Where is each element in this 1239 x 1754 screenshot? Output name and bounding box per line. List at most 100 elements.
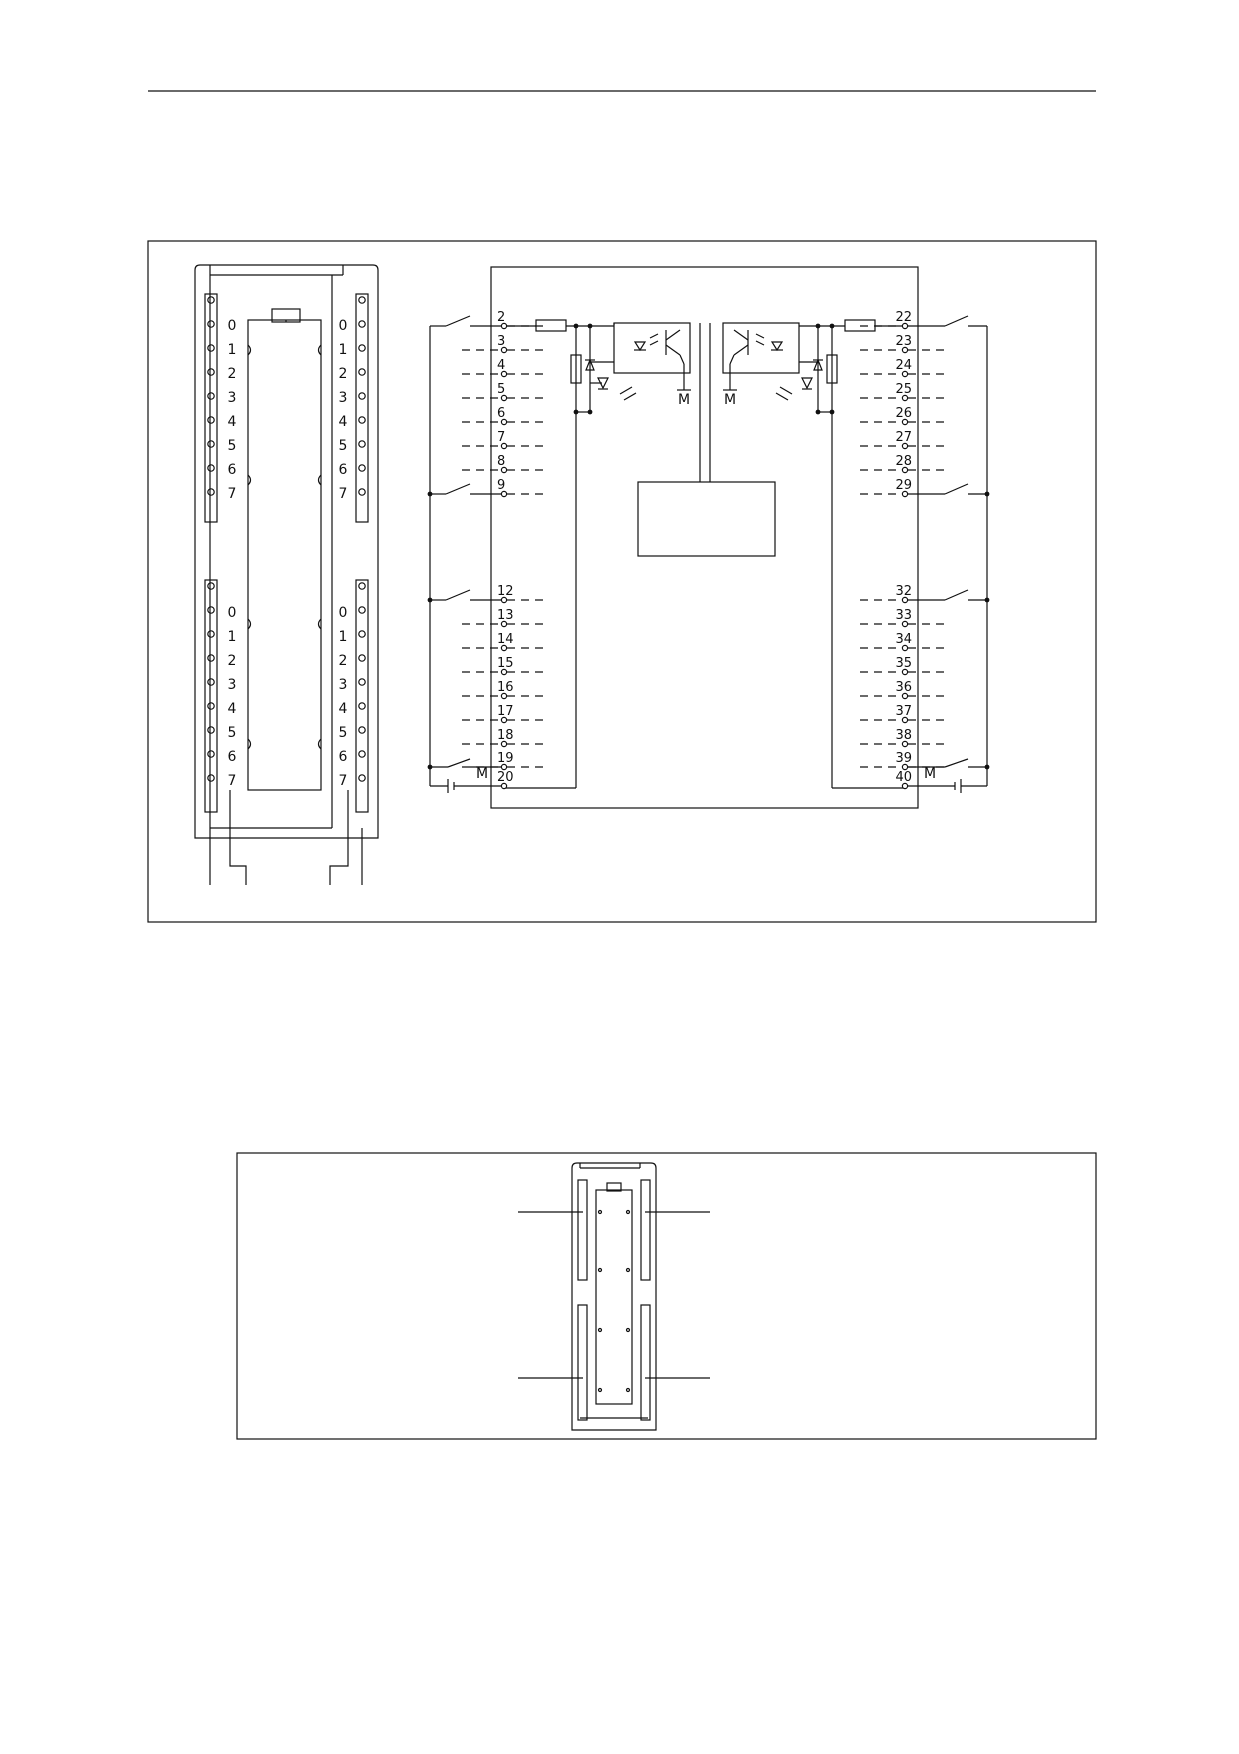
channel-label: 2 [339, 366, 348, 382]
terminal-point [901, 596, 909, 604]
terminal-point [500, 370, 508, 378]
terminal-point [901, 644, 909, 652]
switch-contact [445, 315, 471, 327]
terminal-point [500, 716, 508, 724]
terminal-point [901, 692, 909, 700]
channel-label: 7 [339, 486, 348, 502]
terminal-screw [358, 726, 366, 734]
channel-label: 2 [228, 366, 237, 382]
terminal-number: 25 [895, 382, 912, 397]
terminal-point [901, 782, 909, 790]
terminal-screw [207, 416, 215, 424]
terminal-number: 23 [895, 334, 912, 349]
channel-label: 1 [339, 342, 348, 358]
switch-contact [944, 758, 969, 768]
terminal-screw [358, 654, 366, 662]
terminal-point [500, 620, 508, 628]
terminal-point [901, 620, 909, 628]
slot-notch [597, 1327, 603, 1333]
channel-label: 3 [228, 677, 237, 693]
channel-label: 5 [339, 438, 348, 454]
terminal-point [901, 442, 909, 450]
terminal-point [500, 692, 508, 700]
channel-label: 3 [339, 390, 348, 406]
channel-label: 4 [228, 701, 237, 717]
terminal-screw [358, 296, 366, 304]
power-rails [427, 326, 990, 786]
slot-notch [625, 1209, 631, 1215]
terminal-point [500, 466, 508, 474]
ground-label: M [924, 766, 936, 782]
ground-label: M [476, 766, 488, 782]
terminal-point [901, 370, 909, 378]
terminal-number: 27 [895, 430, 912, 445]
channel-label: 6 [228, 749, 237, 765]
terminal-screw [207, 702, 215, 710]
terminal-number: 24 [895, 358, 912, 373]
terminal-number: 13 [497, 608, 514, 623]
terminal-screw [207, 750, 215, 758]
slot-notch [625, 1267, 631, 1273]
terminal-screw [207, 726, 215, 734]
terminal-number: 4 [497, 358, 505, 373]
terminal-number: 26 [895, 406, 912, 421]
channel-label: 2 [339, 653, 348, 669]
terminal-screw [358, 320, 366, 328]
terminal-screw [358, 702, 366, 710]
terminal-point [500, 346, 508, 354]
terminal-point [901, 394, 909, 402]
terminal-number: 5 [497, 382, 505, 397]
slot-notch [597, 1387, 603, 1393]
terminal-point [500, 740, 508, 748]
terminal-number: 16 [497, 680, 514, 695]
slot-notch [597, 1209, 603, 1215]
terminal-screw [358, 368, 366, 376]
channel-label: 4 [339, 414, 348, 430]
terminal-point [901, 418, 909, 426]
terminal-screw [358, 440, 366, 448]
channel-label: 6 [339, 462, 348, 478]
slot-notch [317, 738, 322, 750]
terminal-screw [358, 750, 366, 758]
channel-label: 1 [339, 629, 348, 645]
terminal-screw [207, 488, 215, 496]
terminal-point [901, 740, 909, 748]
switch-contact [944, 315, 969, 327]
slot-notch [247, 474, 252, 486]
terminal-screw [207, 296, 215, 304]
channel-label: 4 [339, 701, 348, 717]
channel-label: 0 [228, 605, 237, 621]
slot-notch [597, 1267, 603, 1273]
slot-notch [625, 1387, 631, 1393]
channel-label: 0 [339, 318, 348, 334]
slot-notch [625, 1327, 631, 1333]
terminal-point [901, 668, 909, 676]
terminal-point [500, 668, 508, 676]
terminal-number: 36 [895, 680, 912, 695]
switch-contact [944, 589, 969, 601]
terminal-screw [207, 606, 215, 614]
terminal-screw [207, 774, 215, 782]
terminal-screw [358, 464, 366, 472]
terminal-point [901, 322, 909, 330]
terminal-point [500, 596, 508, 604]
terminal-screw [207, 678, 215, 686]
terminal-number: 38 [895, 728, 912, 743]
terminal-point [500, 782, 508, 790]
terminal-screw [358, 416, 366, 424]
terminal-point [901, 346, 909, 354]
channel-label: 5 [228, 725, 237, 741]
slot-notch [247, 738, 252, 750]
terminal-number: 29 [895, 478, 912, 493]
terminal-number: 19 [497, 751, 514, 766]
switch-contact [445, 589, 471, 601]
terminal-screw [207, 392, 215, 400]
terminal-screw [207, 654, 215, 662]
terminal-number: 2 [497, 310, 505, 325]
terminal-number: 8 [497, 454, 505, 469]
terminal-point [500, 418, 508, 426]
terminal-number: 3 [497, 334, 505, 349]
